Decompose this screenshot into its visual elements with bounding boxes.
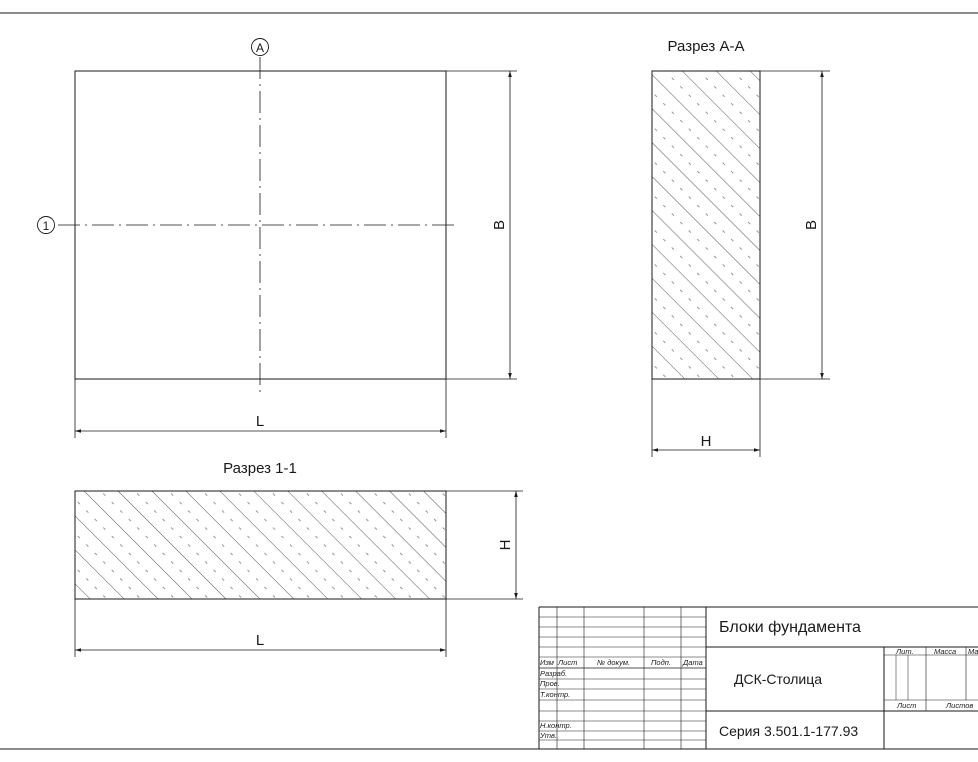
header-doc-number: № докум. — [597, 658, 630, 667]
role-approved: Утв. — [539, 731, 557, 740]
axis-1-label: 1 — [43, 219, 50, 233]
section-11-title: Разрез 1-1 — [223, 460, 297, 477]
plan-width-dimension — [446, 70, 517, 380]
section-aa-height-label: H — [701, 433, 712, 450]
title-block-roles: Разраб. Пров. Т.контр. Н.контр. Утв. — [539, 669, 572, 740]
section-11: Разрез 1-1 H L — [74, 460, 523, 657]
axis-a-marker — [251, 38, 269, 56]
role-tech-control: Т.контр. — [540, 690, 570, 699]
axis-a-label: А — [256, 41, 264, 55]
mass-label: Масса — [934, 647, 956, 656]
title-block-series: Серия 3.501.1-177.93 — [719, 723, 858, 739]
header-signature: Подп. — [651, 658, 671, 667]
section-11-body — [74, 490, 447, 600]
title-block-organization: ДСК-Столица — [734, 671, 822, 687]
role-norm-control: Н.контр. — [540, 721, 572, 730]
lit-label: Лит. — [895, 647, 914, 656]
section-11-height-dimension — [446, 490, 523, 600]
section-aa-width-label: B — [803, 220, 820, 230]
section-11-height-label: H — [497, 540, 514, 551]
header-date: Дата — [682, 658, 703, 667]
plan-view: А 1 L B — [37, 38, 517, 438]
plan-length-label: L — [256, 413, 264, 430]
section-aa-height-dimension — [651, 379, 761, 457]
role-checker: Пров. — [540, 679, 560, 688]
section-aa-title: Разрез А-А — [668, 38, 745, 55]
plan-width-label: B — [491, 220, 508, 230]
sheet-label: Лист — [896, 701, 916, 710]
title-block-title: Блоки фундамента — [719, 619, 861, 636]
title-block — [538, 606, 978, 749]
section-aa-width-dimension — [760, 70, 830, 380]
title-block-headers: Изм Лист № докум. Подп. Дата — [540, 658, 703, 667]
role-developer: Разраб. — [540, 669, 567, 678]
scale-label: Ма — [968, 647, 978, 656]
section-11-length-dimension — [74, 599, 447, 657]
plan-length-dimension — [74, 379, 447, 438]
section-aa-body — [651, 70, 761, 380]
axis-1-marker — [37, 216, 55, 234]
sheets-label: Листов — [945, 701, 973, 710]
section-aa: Разрез А-А B H — [651, 38, 830, 457]
header-list: Лист — [557, 658, 577, 667]
header-izm: Изм — [540, 658, 554, 667]
section-11-length-label: L — [256, 632, 264, 649]
sheet-frame — [0, 12, 978, 750]
